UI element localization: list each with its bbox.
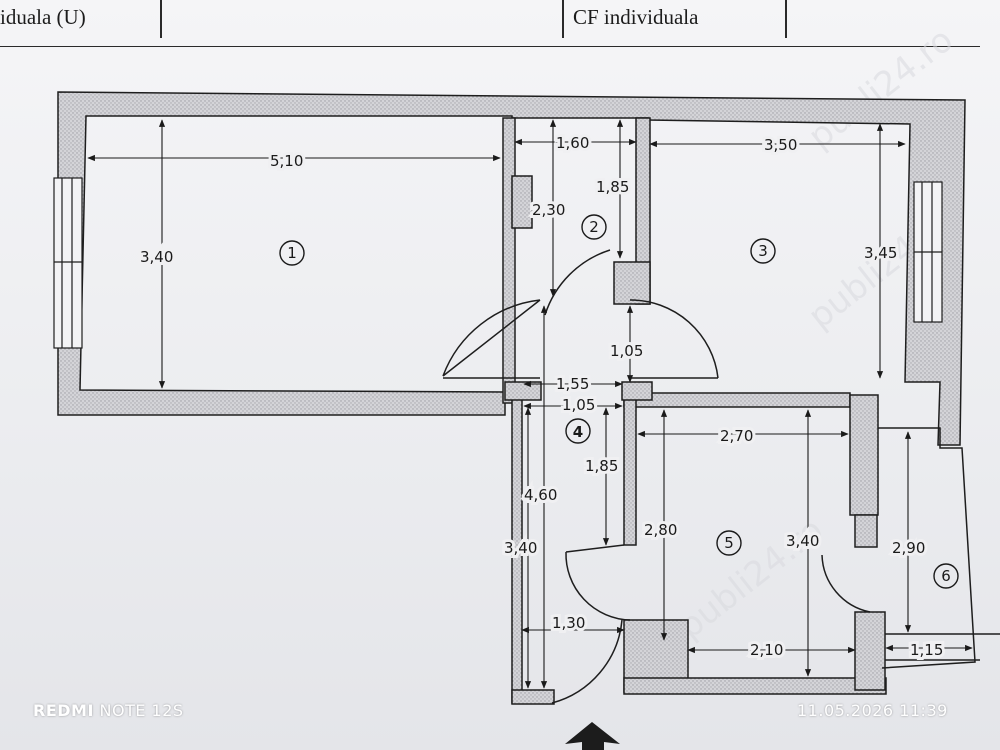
camera-watermark-brand: REDMI NOTE 12S [33,701,184,720]
door [821,554,871,613]
room-markers [279,214,959,589]
camera-timestamp: 11.05.2026 11:39 [797,701,948,720]
table-divider [562,0,564,38]
room-number: 3 [758,242,768,260]
door [442,299,541,379]
dim-label: 3,40 [140,248,173,266]
dim-label: 2,30 [532,201,565,219]
dim-label: 1,60 [556,134,589,152]
camera-model: NOTE 12S [99,701,184,720]
dim-label: 2,10 [750,641,783,659]
window [53,177,83,349]
room-marker-4 [565,418,591,444]
door [551,619,623,704]
header-left-cell: iduala (U) [0,4,86,29]
room-marker-5 [716,530,742,556]
table-divider [160,0,162,38]
dimension-lines [87,119,973,689]
room-number: 5 [724,534,734,552]
room-number: 4 [573,423,583,441]
dim-label: 3,40 [504,539,537,557]
door [629,299,719,379]
dimension-labels: 5,10 3,40 1,60 2,30 1,85 3,50 3,45 1,05 … [137,131,946,662]
dim-label: 3,40 [786,532,819,550]
up-arrow-icon [565,722,620,750]
dim-label: 1,55 [556,375,589,393]
dim-label: 1,15 [910,641,943,659]
dim-label: 3,45 [864,244,897,262]
dim-label: 1,05 [610,342,643,360]
dim-label: 1,30 [552,614,585,632]
room-numbers: 1 2 3 4 5 6 [287,218,951,585]
dim-label: 5,10 [270,152,303,170]
room-number: 2 [589,218,599,236]
room-marker-2 [581,214,607,240]
door [544,249,611,316]
table-divider [785,0,787,38]
dim-label: 2,70 [720,427,753,445]
header-table: iduala (U) CF individuala [0,0,980,47]
dim-label: 2,80 [644,521,677,539]
camera-brand: REDMI [33,701,94,720]
header-right-cell: CF individuala [573,4,699,29]
room-marker-6 [933,563,959,589]
window [913,181,943,323]
dim-label: 2,90 [892,539,925,557]
dim-label: 1,85 [585,457,618,475]
dim-label: 4,60 [524,486,557,504]
door [565,544,631,621]
dim-label: 1,05 [562,396,595,414]
room-number: 1 [287,244,297,262]
room-number: 6 [941,567,951,585]
dim-label: 3,50 [764,136,797,154]
dim-label: 1,85 [596,178,629,196]
room-marker-1 [279,240,305,266]
room-marker-3 [750,238,776,264]
watermark: publi24.ro [671,510,831,647]
walls [57,91,1000,705]
